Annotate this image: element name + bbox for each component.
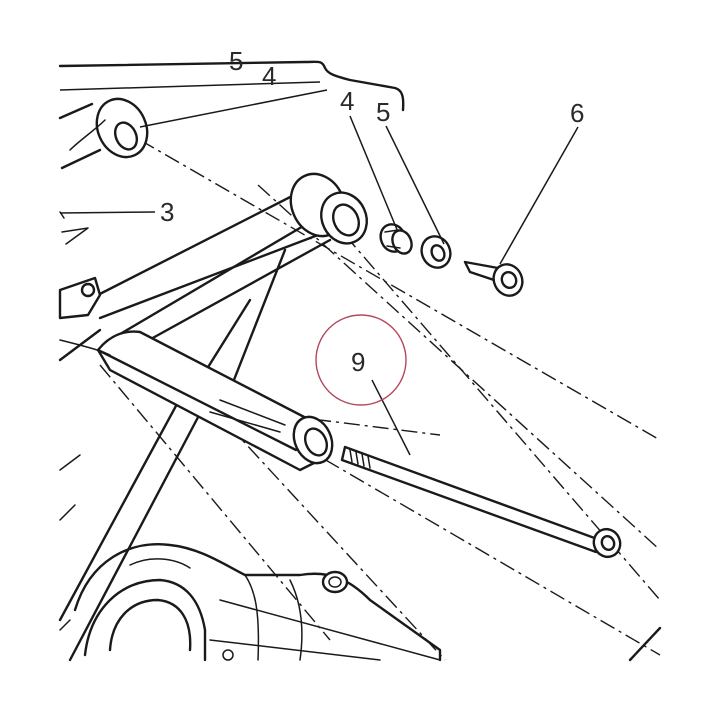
callout-4: 4: [340, 86, 354, 116]
pivot-bolt-part-9: [340, 445, 622, 559]
callout-3: 3: [160, 197, 174, 227]
callout-5-top: 5: [229, 46, 243, 76]
swingarm-frame: [58, 172, 368, 662]
callout-4-top: 4: [262, 61, 276, 91]
engine-case: [59, 543, 442, 662]
nut-part-5: [420, 235, 452, 269]
callout-9: 9: [351, 347, 365, 377]
bolt-part-6: [463, 260, 524, 297]
leader-lines: [59, 89, 579, 456]
right-frame-fragment: [628, 626, 662, 662]
callout-5: 5: [376, 97, 390, 127]
callout-6: 6: [570, 98, 584, 128]
upper-arm-partial: [58, 97, 149, 245]
bushing-part-4: [379, 223, 413, 255]
highlight-circle: [315, 314, 407, 406]
grouping-bracket: [58, 60, 405, 112]
